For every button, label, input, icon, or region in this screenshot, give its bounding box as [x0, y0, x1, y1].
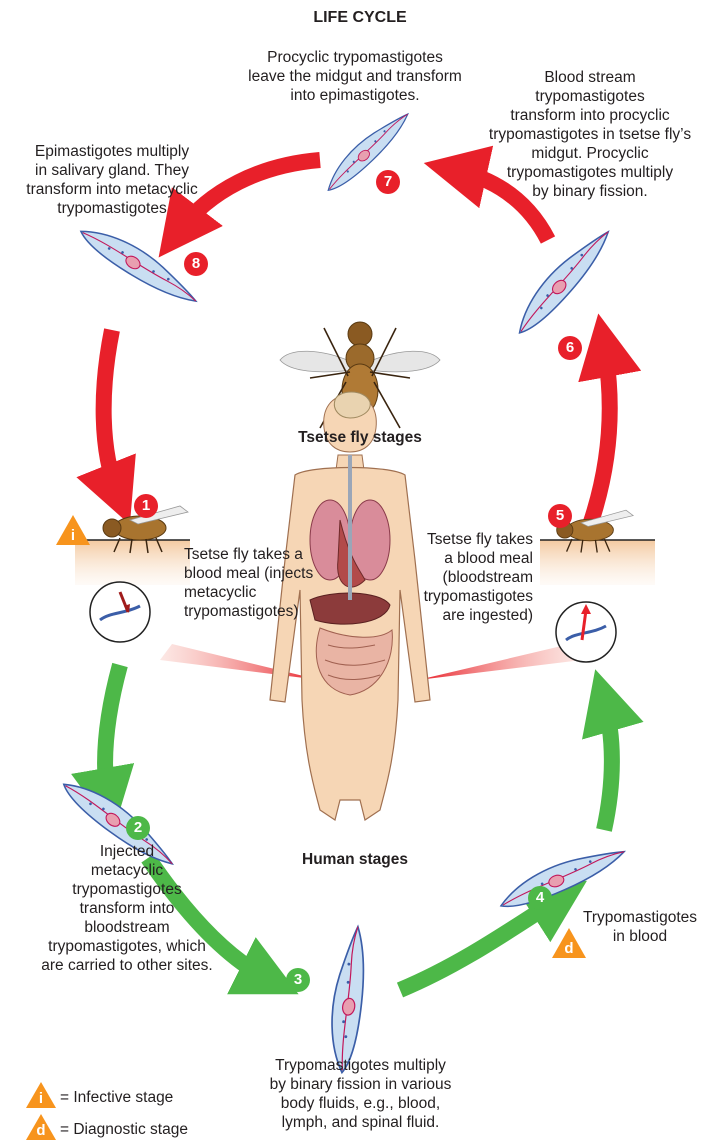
stage-badge-1: 1: [134, 494, 158, 518]
stage-badge-3: 3: [286, 968, 310, 992]
stage-badge-6: 6: [558, 336, 582, 360]
skin-right: [540, 540, 655, 585]
stage-badge-7: 7: [376, 170, 400, 194]
arrow-5-to-6: [590, 345, 610, 525]
arrow-8-to-1: [104, 330, 118, 495]
bite-circle-left: [90, 582, 150, 642]
stage-badge-4: 4: [528, 886, 552, 910]
tsetse-stages-label: Tsetse fly stages: [270, 428, 450, 447]
legend-diagnostic-text: = Diagnostic stage: [60, 1120, 240, 1139]
bite-link-right: [418, 644, 582, 680]
stage-1-description: Tsetse fly takes a blood meal (injects m…: [184, 545, 364, 621]
diagnostic-letter: d: [552, 940, 586, 957]
arrow-1-to-2: [105, 665, 120, 800]
arrow-4-to-5: [604, 700, 612, 830]
stage-6-description: Blood stream trypomastigotes transform i…: [460, 68, 720, 201]
legend-infective-text: = Infective stage: [60, 1088, 240, 1107]
parasite-stage-7: [318, 108, 416, 195]
human-stages-label: Human stages: [270, 850, 440, 869]
skin-left: [75, 540, 190, 585]
parasite-stage-6: [506, 225, 620, 339]
diagnostic-triangle-stage-4: d: [552, 928, 586, 958]
legend-diagnostic-icon: d: [26, 1114, 56, 1140]
stage-badge-8: 8: [184, 252, 208, 276]
diagram-title: LIFE CYCLE: [260, 8, 460, 27]
infective-triangle-stage-1: i: [56, 515, 90, 545]
stage-badge-5: 5: [548, 504, 572, 528]
stage-2-description: Injected metacyclic trypomastigotes tran…: [2, 842, 252, 975]
stage-7-description: Procyclic trypomastigotes leave the midg…: [220, 48, 490, 105]
infective-letter: i: [56, 527, 90, 544]
bite-circle-right: [556, 602, 616, 662]
stage-badge-2: 2: [126, 816, 150, 840]
legend-infective-letter: i: [26, 1090, 56, 1107]
legend-infective-icon: i: [26, 1082, 56, 1108]
bite-link-left: [160, 644, 320, 680]
parasite-stage-3: [322, 925, 376, 1074]
legend-diagnostic-letter: d: [26, 1122, 56, 1139]
arrow-3-to-4: [400, 898, 560, 990]
stage-8-description: Epimastigotes multiply in salivary gland…: [2, 142, 222, 218]
stage-3-description: Trypomastigotes multiply by binary fissi…: [228, 1056, 493, 1132]
stage-5-description: Tsetse fly takes a blood meal (bloodstre…: [375, 530, 533, 625]
